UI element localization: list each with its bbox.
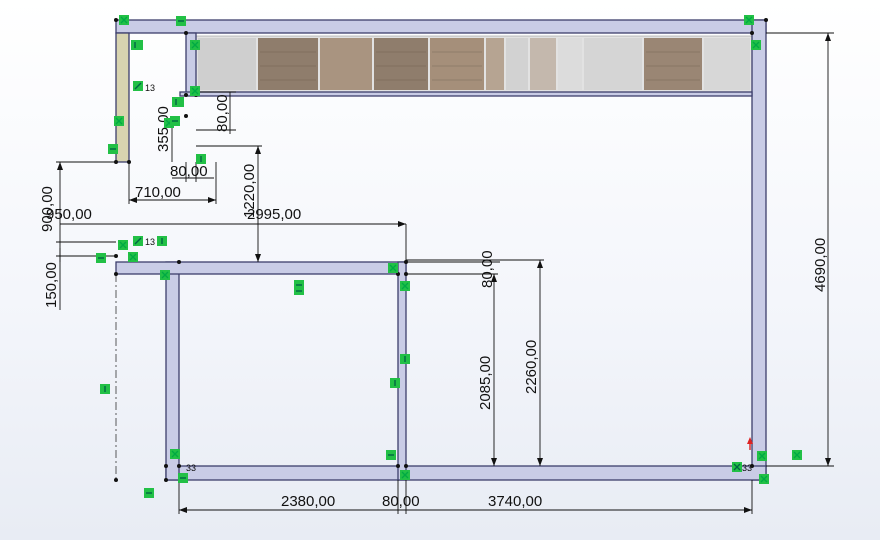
left-upper-wall[interactable] — [115, 32, 130, 163]
vertical-relation-icon[interactable] — [100, 40, 410, 394]
dim-710[interactable]: 710,00 — [135, 184, 181, 201]
horizontal-relation-icon[interactable] — [96, 16, 396, 498]
relation-number: 13 — [145, 83, 155, 93]
middle-wall[interactable] — [115, 261, 407, 275]
relation-number: 33 — [186, 463, 196, 473]
dim-80-bottom[interactable]: 80,00 — [382, 493, 420, 510]
dim-2380[interactable]: 2380,00 — [281, 493, 335, 510]
dim-2260[interactable]: 2260,00 — [523, 340, 540, 394]
dim-1220[interactable]: 1220,00 — [241, 164, 258, 218]
left-lower-wall[interactable] — [165, 261, 180, 481]
cabinet-base-line[interactable] — [179, 91, 753, 97]
origin-icon[interactable] — [747, 437, 753, 450]
right-wall[interactable] — [751, 19, 767, 481]
inner-partition-wall[interactable] — [397, 261, 407, 481]
dim-2085[interactable]: 2085,00 — [477, 356, 494, 410]
dim-900[interactable]: 900,00 — [39, 186, 56, 232]
dim-3740[interactable]: 3740,00 — [488, 493, 542, 510]
top-wall[interactable] — [115, 19, 767, 34]
dim-150[interactable]: 150,00 — [43, 262, 60, 308]
dim-2995[interactable]: 2995,00 — [247, 206, 301, 223]
dim-355[interactable]: 355,00 — [155, 106, 172, 152]
dimension-lines — [56, 32, 834, 514]
dim-950[interactable]: 950,00 — [46, 206, 92, 223]
dim-80-mid[interactable]: 80,00 — [170, 163, 208, 180]
numbered-relation-badge[interactable]: 13 13 33 33 — [133, 81, 752, 473]
cabinet-strip — [195, 35, 753, 93]
coincident-relation-icon[interactable] — [114, 15, 802, 484]
dim-80-right[interactable]: 80,00 — [479, 250, 496, 288]
relation-number: 33 — [742, 463, 752, 473]
dim-4690[interactable]: 4690,00 — [812, 238, 829, 292]
bottom-wall[interactable] — [165, 465, 767, 481]
dimension-arrows — [57, 33, 831, 513]
wall-profile[interactable] — [115, 19, 767, 481]
relation-number: 13 — [145, 237, 155, 247]
dim-80-top[interactable]: 80,00 — [214, 94, 231, 132]
